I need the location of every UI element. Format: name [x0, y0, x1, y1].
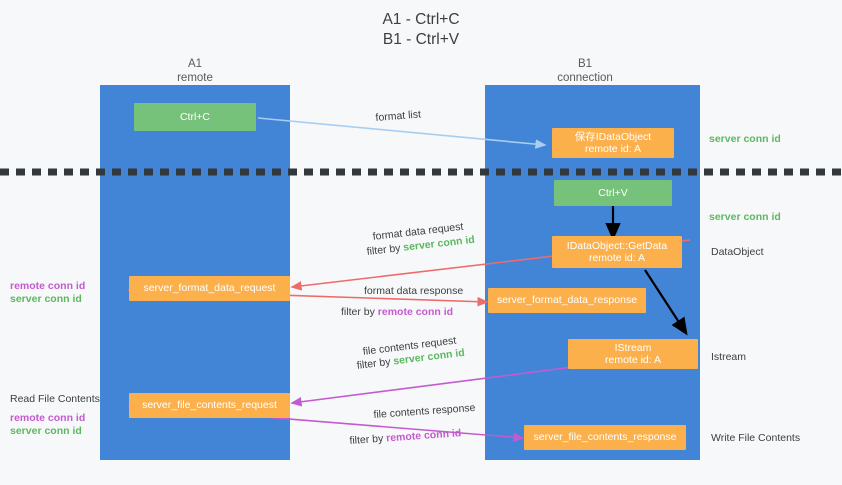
- annotation-server-conn-id-top: server conn id: [709, 133, 781, 145]
- edge-format-list: [257, 117, 547, 149]
- filter-value-remote-conn-id: remote conn id: [377, 306, 454, 318]
- annotation-remote-conn-id-low: remote conn id: [10, 412, 86, 424]
- lane-header-b1: B1 connection: [557, 58, 613, 84]
- annotation-remote-conn-id-mid: remote conn id: [10, 280, 86, 292]
- annotation-server-conn-id-mid: server conn id: [10, 293, 82, 305]
- node-idataobject-getdata[interactable]: IDataObject::GetData remote id: A: [552, 236, 682, 268]
- annotation-istream: Istream: [711, 351, 747, 363]
- node-ctrl-c[interactable]: Ctrl+C: [134, 103, 256, 131]
- node-server-format-data-request[interactable]: server_format_data_request: [129, 276, 290, 301]
- node-server-file-contents-response[interactable]: server_file_contents_response: [524, 425, 686, 450]
- page-title: A1 - Ctrl+C B1 - Ctrl+V: [382, 11, 460, 48]
- lane-header-a1: A1 remote: [177, 58, 213, 84]
- annotation-dataobject: DataObject: [711, 246, 764, 258]
- annotation-write-file-contents: Write File Contents: [711, 432, 801, 444]
- node-server-format-data-response[interactable]: server_format_data_response: [488, 288, 646, 313]
- node-istream[interactable]: IStream remote id: A: [568, 339, 698, 369]
- node-save-idataobject[interactable]: 保存IDataObject remote id: A: [552, 128, 674, 158]
- annotation-read-file-contents: Read File Contents: [10, 393, 100, 405]
- annotation-server-conn-id-second: server conn id: [709, 211, 781, 223]
- edge-label-format-data-response-filter: filter by remote conn id: [341, 305, 453, 319]
- edge-label-format-data-response: format data response: [364, 285, 464, 297]
- edge-getdata-to-istream: [644, 269, 688, 336]
- node-ctrl-v[interactable]: Ctrl+V: [554, 180, 672, 206]
- filter-prefix: filter by: [341, 306, 378, 318]
- annotation-server-conn-id-low: server conn id: [10, 425, 82, 437]
- filter-prefix: filter by: [349, 432, 387, 447]
- node-server-file-contents-request[interactable]: server_file_contents_request: [129, 393, 290, 418]
